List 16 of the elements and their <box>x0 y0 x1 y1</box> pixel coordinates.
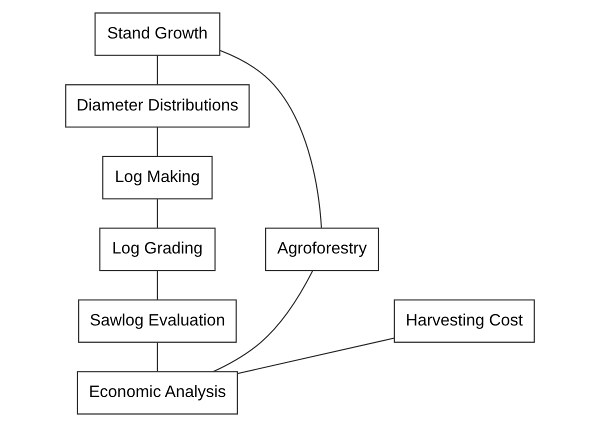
connector <box>156 198 158 228</box>
node-box: Log Grading <box>98 228 216 272</box>
node-box: Stand Growth <box>94 12 220 56</box>
connector <box>212 270 313 372</box>
node-box: Sawlog Evaluation <box>78 299 236 343</box>
node-box: Economic Analysis <box>76 371 238 415</box>
connector <box>156 342 158 372</box>
connector <box>156 270 158 300</box>
connector <box>219 50 322 228</box>
node-box: Diameter Distributions <box>64 84 250 128</box>
connector <box>236 338 394 374</box>
node-box: Harvesting Cost <box>393 299 534 343</box>
node-box: Log Making <box>102 156 212 200</box>
connector <box>156 55 158 84</box>
node-box: Agroforestry <box>264 228 379 272</box>
connector <box>156 127 158 156</box>
